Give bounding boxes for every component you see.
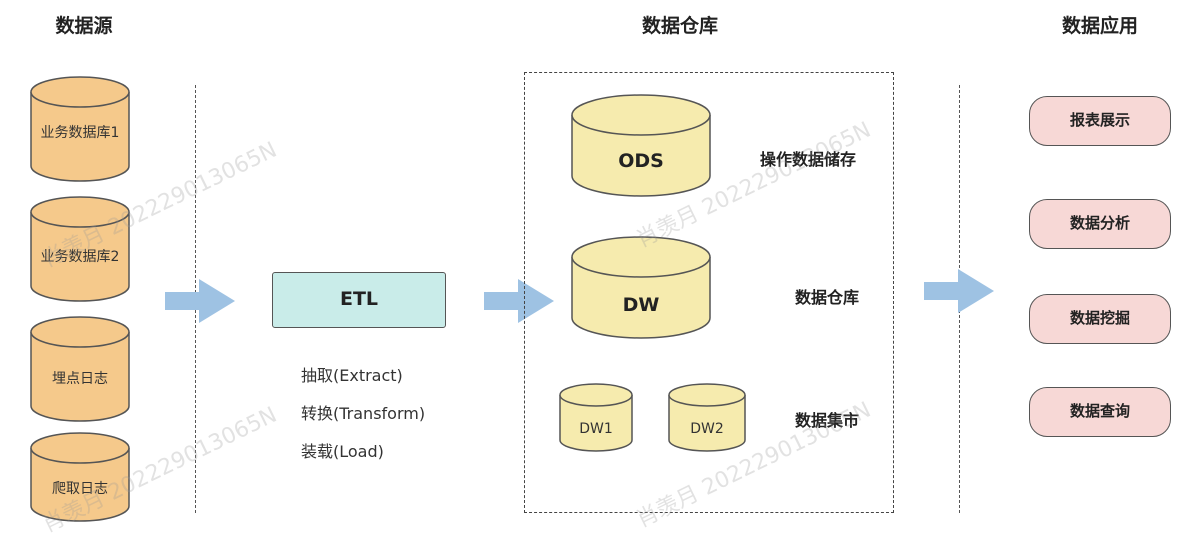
etl-step-transform: 转换(Transform) [301, 404, 426, 423]
sources-title: 数据源 [55, 15, 113, 37]
arrow-right-icon [165, 279, 235, 323]
app-report-display: 报表展示 [1029, 96, 1171, 146]
source-crawl-log-label: 爬取日志 [52, 481, 108, 497]
apps-title: 数据应用 [1061, 15, 1138, 37]
etl-step-extract: 抽取(Extract) [301, 366, 403, 385]
warehouse-title: 数据仓库 [641, 15, 718, 37]
warehouse-boundary [524, 72, 894, 513]
source-tracking-log: 埋点日志 [30, 316, 130, 422]
cylinder-icon [571, 94, 711, 197]
dw1-label: DW1 [579, 421, 613, 437]
app-data-mining: 数据挖掘 [1029, 294, 1171, 344]
source-db-1-label: 业务数据库1 [40, 125, 120, 141]
dw1-cylinder: DW1 [559, 383, 633, 453]
cylinder-icon [30, 196, 130, 302]
app-data-analysis: 数据分析 [1029, 199, 1171, 249]
dw-label: DW [622, 294, 660, 316]
app-data-query: 数据查询 [1029, 387, 1171, 437]
source-db-2-label: 业务数据库2 [40, 249, 120, 265]
ods-cylinder: ODS [571, 94, 711, 198]
cylinder-icon [30, 432, 130, 522]
cylinder-icon [30, 76, 130, 182]
etl-box: ETL [272, 272, 446, 328]
arrow-right-icon [924, 269, 994, 313]
source-crawl-log: 爬取日志 [30, 432, 130, 522]
dw2-label: DW2 [690, 421, 724, 437]
ods-description: 操作数据储存 [760, 150, 857, 169]
source-tracking-log-label: 埋点日志 [52, 371, 108, 387]
cylinder-icon [668, 383, 746, 452]
source-db-2: 业务数据库2 [30, 196, 130, 302]
ods-label: ODS [618, 150, 664, 172]
dw2-cylinder: DW2 [668, 383, 746, 453]
cylinder-icon [559, 383, 633, 452]
cylinder-icon [571, 236, 711, 339]
etl-step-load: 装载(Load) [301, 442, 384, 461]
arrow-right-icon [484, 279, 554, 323]
source-db-1: 业务数据库1 [30, 76, 130, 182]
cylinder-icon [30, 316, 130, 422]
marts-description: 数据集市 [795, 411, 860, 430]
dw-description: 数据仓库 [795, 288, 860, 307]
dw-cylinder: DW [571, 236, 711, 340]
